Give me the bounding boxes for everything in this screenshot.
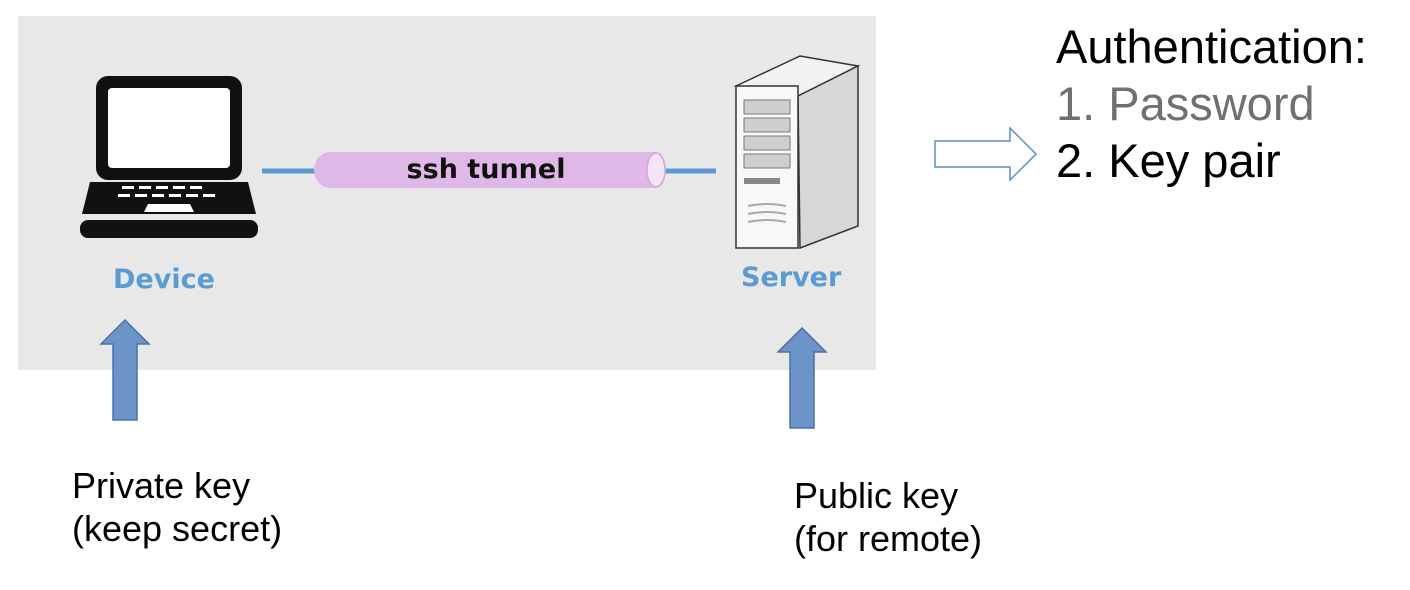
tunnel-label: ssh tunnel — [406, 154, 566, 185]
public-key-caption: Public key (for remote) — [794, 474, 982, 560]
device-label: Device — [113, 264, 215, 295]
ssh-tunnel — [314, 152, 666, 188]
right-arrow-icon — [934, 126, 1038, 182]
auth-methods: Authentication: 1. Password 2. Key pair — [1056, 18, 1367, 189]
private-key-caption: Private key (keep secret) — [72, 464, 282, 550]
private-key-title: Private key — [72, 465, 251, 506]
auth-option-password: 1. Password — [1056, 77, 1315, 130]
private-key-note: (keep secret) — [72, 508, 283, 549]
server-tower-icon — [733, 55, 861, 250]
auth-title: Authentication: — [1056, 20, 1367, 73]
server-label: Server — [741, 262, 842, 293]
auth-option-key-pair: 2. Key pair — [1056, 134, 1281, 187]
public-key-note: (for remote) — [794, 518, 983, 559]
up-arrow-icon — [99, 318, 151, 421]
up-arrow-icon — [776, 326, 828, 429]
public-key-title: Public key — [794, 475, 959, 516]
laptop-icon — [80, 76, 258, 238]
